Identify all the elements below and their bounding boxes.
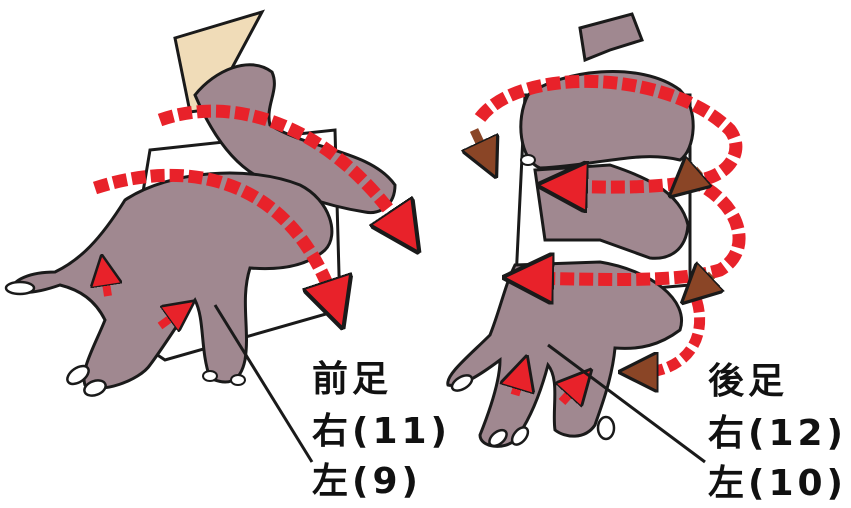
front-leg-illustration — [4, 9, 405, 463]
rear-leg-title: 後足 — [708, 361, 789, 402]
claw-icon — [66, 364, 90, 386]
claw-icon — [520, 154, 536, 166]
front-leg-right-label: 右(11) — [312, 411, 452, 452]
wrap-arrow-icon — [648, 282, 706, 378]
claw-icon — [510, 426, 530, 446]
rear-leader-line — [547, 343, 706, 464]
pad-arrow-icon — [562, 382, 580, 402]
front-leg-title: 前足 — [312, 359, 393, 400]
rear-top-cuff — [578, 12, 644, 63]
claw-icon — [4, 280, 36, 296]
claw-icon — [230, 374, 246, 386]
front-leg-left-label: 左(9) — [312, 461, 422, 502]
pad-arrow-icon — [157, 310, 182, 326]
pad-arrow-icon — [515, 372, 522, 397]
claw-icon — [488, 428, 508, 448]
rear-leg-illustration — [446, 12, 746, 464]
claw-icon — [83, 379, 107, 397]
claw-icon — [202, 370, 218, 382]
wrap-arrow-icon — [474, 74, 743, 187]
rotate-arrow-icon — [474, 128, 488, 160]
pad-arrow-icon — [104, 270, 108, 297]
rear-leg-left-label: 左(10) — [708, 463, 848, 504]
rear-leg-right-label: 右(12) — [708, 413, 848, 454]
claw-icon — [450, 374, 474, 392]
claw-icon — [596, 415, 616, 441]
rotate-arrow-icon — [696, 275, 712, 290]
wrap-arrow-icon — [92, 168, 335, 305]
rear-foot — [446, 260, 683, 448]
rotate-arrow-icon — [684, 170, 700, 184]
front-leader-line — [213, 304, 314, 463]
wrap-arrow-icon — [157, 104, 405, 232]
